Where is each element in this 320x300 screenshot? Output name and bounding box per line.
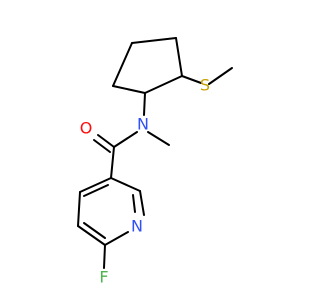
atom-oxygen: O <box>80 119 93 138</box>
bond-pyr-5-inner <box>132 194 136 213</box>
bond-n-methyl <box>147 131 170 146</box>
bond-pyr-4 <box>104 231 129 246</box>
atom-nitrogen-ring: N <box>131 217 143 236</box>
atom-fluorine-label: F <box>99 268 108 287</box>
bond-ring-c <box>175 37 183 77</box>
bond-ring-e <box>112 85 146 94</box>
bond-carbonyl-ring <box>110 146 115 179</box>
bond-pyr-1 <box>79 177 112 193</box>
bond-pyr-5 <box>139 190 145 216</box>
bond-c-o-2 <box>93 139 111 153</box>
bond-s-ch3 <box>208 67 233 85</box>
atom-nitrogen-amide: N <box>137 115 149 134</box>
atom-oxygen-label: O <box>80 119 93 138</box>
atoms: O N S N F <box>80 76 210 287</box>
bond-ring-b <box>131 37 177 44</box>
bond-pyr-1-inner <box>83 184 109 197</box>
atom-nitrogen-amide-label: N <box>137 115 149 134</box>
bonds <box>77 37 233 269</box>
bond-c-s <box>181 75 202 84</box>
bond-pyr-3-inner <box>83 222 106 239</box>
bond-pyr-2 <box>77 191 81 227</box>
bond-pyr-6 <box>110 177 141 192</box>
atom-nitrogen-ring-label: N <box>131 217 143 236</box>
bond-c-f <box>103 244 106 269</box>
bond-ring-a <box>112 42 133 87</box>
bond-ring-d <box>144 75 183 94</box>
bond-pyr-3 <box>77 225 106 246</box>
bond-c-o-1 <box>97 134 115 148</box>
bond-ring-n <box>143 92 146 116</box>
bond-n-carbonyl <box>113 131 138 148</box>
atom-fluorine: F <box>99 268 108 287</box>
atom-sulfur-label: S <box>200 76 210 95</box>
atom-sulfur: S <box>200 76 210 95</box>
molecule-structure-diagram: O N S N F <box>77 37 233 287</box>
